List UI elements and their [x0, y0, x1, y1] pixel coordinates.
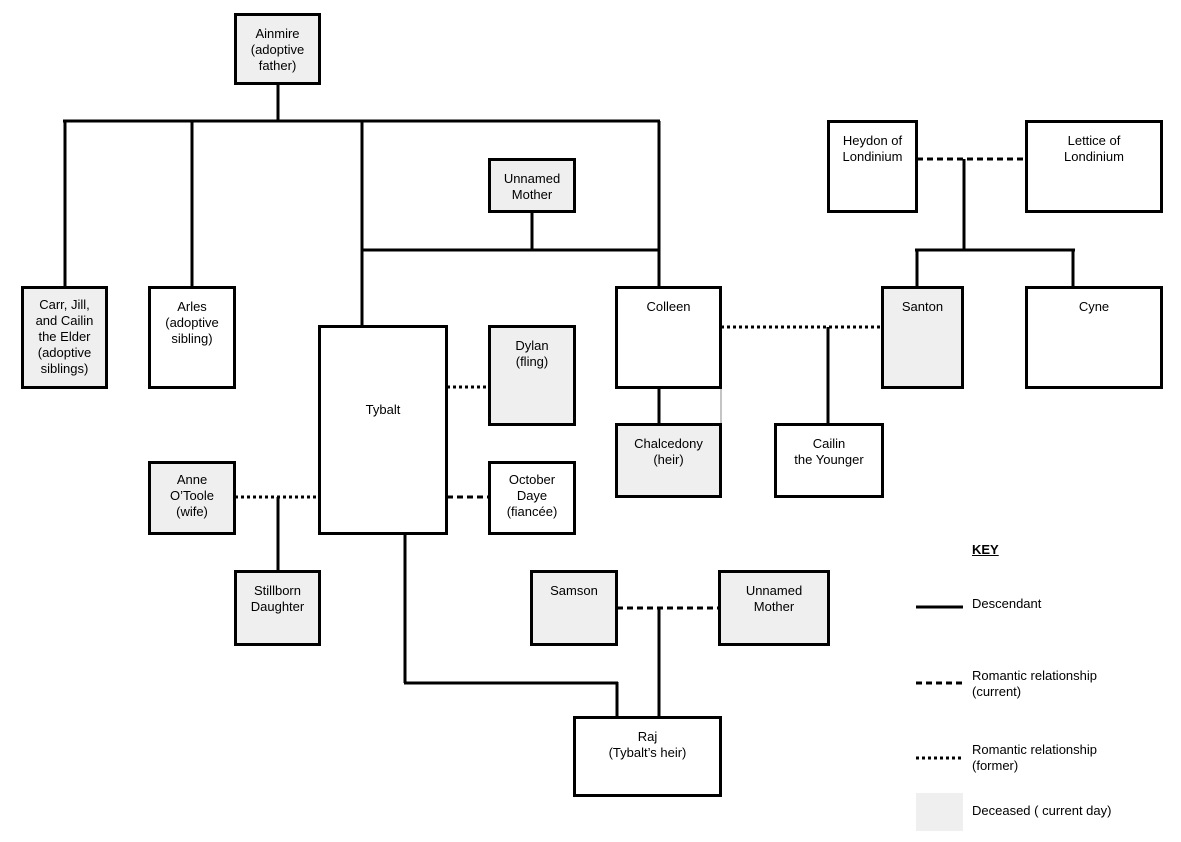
node-label: October Daye (fiancée) [506, 472, 558, 519]
node-label: Colleen [646, 299, 691, 314]
node-heydon: Heydon of Londinium [827, 120, 918, 213]
node-santon: Santon [881, 286, 964, 389]
node-tybalt: Tybalt [318, 325, 448, 535]
node-label: Lettice of Londinium [1064, 133, 1124, 164]
node-samson: Samson [530, 570, 618, 646]
node-label: Arles (adoptive sibling) [165, 299, 219, 346]
node-cyne: Cyne [1025, 286, 1163, 389]
node-label: Tybalt [365, 402, 401, 417]
node-stillborn-daughter: Stillborn Daughter [234, 570, 321, 646]
key-romantic-former-label: Romantic relationship (former) [972, 742, 1098, 773]
node-label: Raj (Tybalt’s heir) [608, 729, 687, 760]
key-romantic-current-label: Romantic relationship (current) [972, 668, 1098, 699]
key-descendant-label: Descendant [972, 596, 1042, 611]
node-label: Heydon of Londinium [842, 133, 903, 164]
node-lettice: Lettice of Londinium [1025, 120, 1163, 213]
node-label: Dylan (fling) [515, 338, 549, 369]
node-arles: Arles (adoptive sibling) [148, 286, 236, 389]
node-label: Santon [901, 299, 944, 314]
node-label: Samson [550, 583, 598, 598]
node-label: Unnamed Mother [745, 583, 803, 614]
node-chalcedony: Chalcedony (heir) [615, 423, 722, 498]
node-label: Unnamed Mother [503, 171, 561, 202]
node-unnamed-mother-1: Unnamed Mother [488, 158, 576, 213]
key-title: KEY [972, 542, 999, 557]
node-anne-otoole: Anne O’Toole (wife) [148, 461, 236, 535]
key-deceased-label: Deceased ( current day) [972, 803, 1112, 818]
node-label: Carr, Jill, and Cailin the Elder (adopti… [35, 297, 94, 376]
node-label: Ainmire (adoptive father) [250, 26, 305, 73]
node-label: Chalcedony (heir) [634, 436, 703, 467]
node-raj: Raj (Tybalt’s heir) [573, 716, 722, 797]
node-label: Cailin the Younger [794, 436, 864, 467]
node-cailin-the-younger: Cailin the Younger [774, 423, 884, 498]
node-carr-jill-cailin: Carr, Jill, and Cailin the Elder (adopti… [21, 286, 108, 389]
node-label: Cyne [1078, 299, 1110, 314]
node-label: Anne O’Toole (wife) [169, 472, 215, 519]
node-colleen: Colleen [615, 286, 722, 389]
node-label: Stillborn Daughter [250, 583, 305, 614]
node-october-daye: October Daye (fiancée) [488, 461, 576, 535]
node-dylan: Dylan (fling) [488, 325, 576, 426]
node-unnamed-mother-2: Unnamed Mother [718, 570, 830, 646]
node-ainmire: Ainmire (adoptive father) [234, 13, 321, 85]
key-deceased-swatch [916, 793, 963, 831]
